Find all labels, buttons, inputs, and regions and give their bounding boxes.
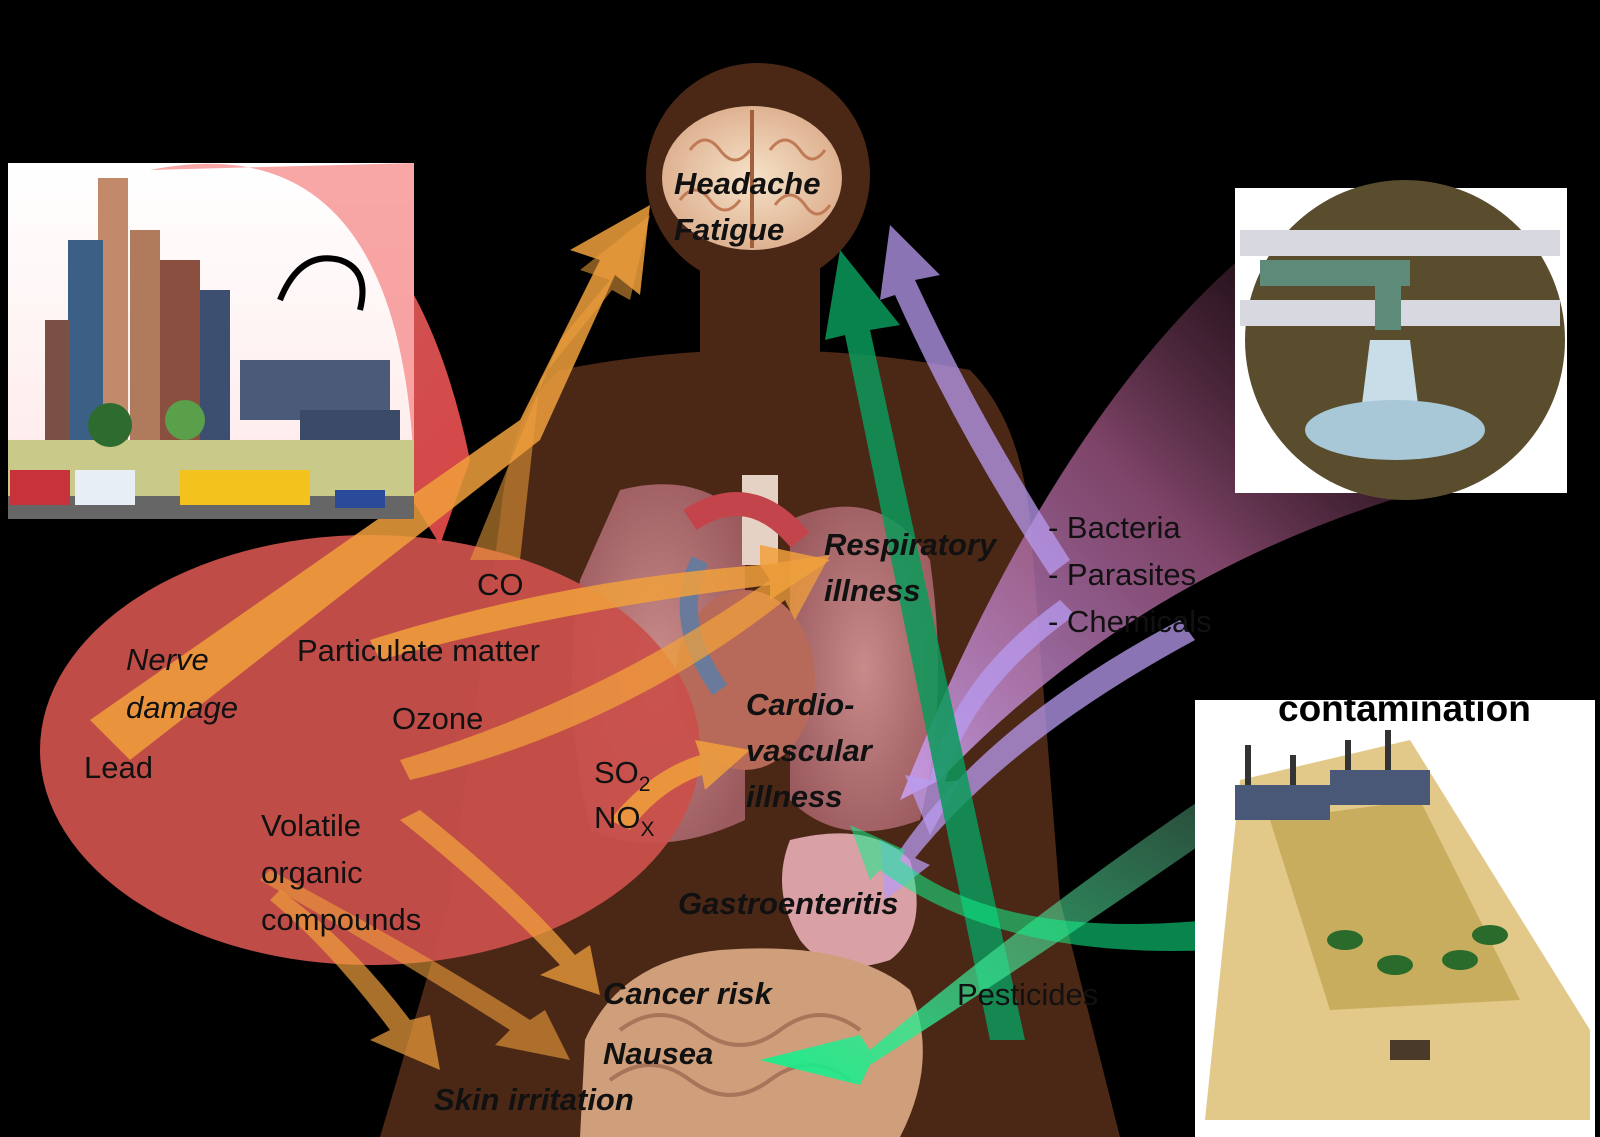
- effect-cancer-risk: Cancer risk: [603, 976, 772, 1011]
- nox-base: NO: [594, 800, 641, 835]
- water-contamination-picture: [1235, 180, 1567, 500]
- pollutant-ozone: Ozone: [392, 701, 484, 736]
- pollutant-voc-line2: organic: [261, 855, 363, 890]
- intestine-illustration: [580, 948, 923, 1137]
- city-pollution-picture: [8, 163, 414, 519]
- effect-gastroenteritis: Gastroenteritis: [678, 886, 899, 921]
- pollutant-co: CO: [477, 567, 524, 602]
- so2-subscript: 2: [638, 773, 651, 796]
- soil-arrows: [760, 250, 1250, 1085]
- effect-nerve-damage-line2: damage: [126, 690, 239, 725]
- so2-base: SO: [594, 755, 639, 790]
- pollutant-voc-line1: Volatile: [261, 808, 361, 843]
- effect-headache: Headache: [674, 166, 821, 201]
- effect-fatigue: Fatigue: [674, 212, 785, 247]
- effect-respiratory-line2: illness: [824, 573, 921, 608]
- soil-contamination-picture: [1195, 700, 1595, 1137]
- pollutant-voc-line3: compounds: [261, 902, 422, 937]
- effect-cardio-line1: Cardio-: [746, 687, 855, 722]
- pollutant-so2: SO2: [594, 755, 650, 797]
- air-arrows: [90, 205, 830, 1070]
- effect-nausea: Nausea: [603, 1036, 714, 1071]
- effect-skin-irritation: Skin irritation: [434, 1082, 634, 1117]
- pollutant-lead: Lead: [84, 750, 153, 785]
- pollutant-nox: NOX: [594, 800, 655, 842]
- effect-nerve-damage-line1: Nerve: [126, 642, 209, 677]
- effect-cardio-line2: vascular: [746, 733, 872, 768]
- water-parasites: - Parasites: [1048, 557, 1197, 592]
- effect-cardio-line3: illness: [746, 779, 843, 814]
- nox-subscript: X: [640, 818, 655, 841]
- soil-pesticides: Pesticides: [957, 977, 1099, 1012]
- water-chemicals: - Chemicals: [1048, 604, 1212, 639]
- pollutant-particulate-matter: Particulate matter: [297, 633, 540, 668]
- soil-heading: contamination: [1278, 688, 1531, 729]
- water-bacteria: - Bacteria: [1048, 510, 1181, 545]
- brain-illustration: [662, 106, 842, 250]
- effect-respiratory-line1: Respiratory: [824, 527, 997, 562]
